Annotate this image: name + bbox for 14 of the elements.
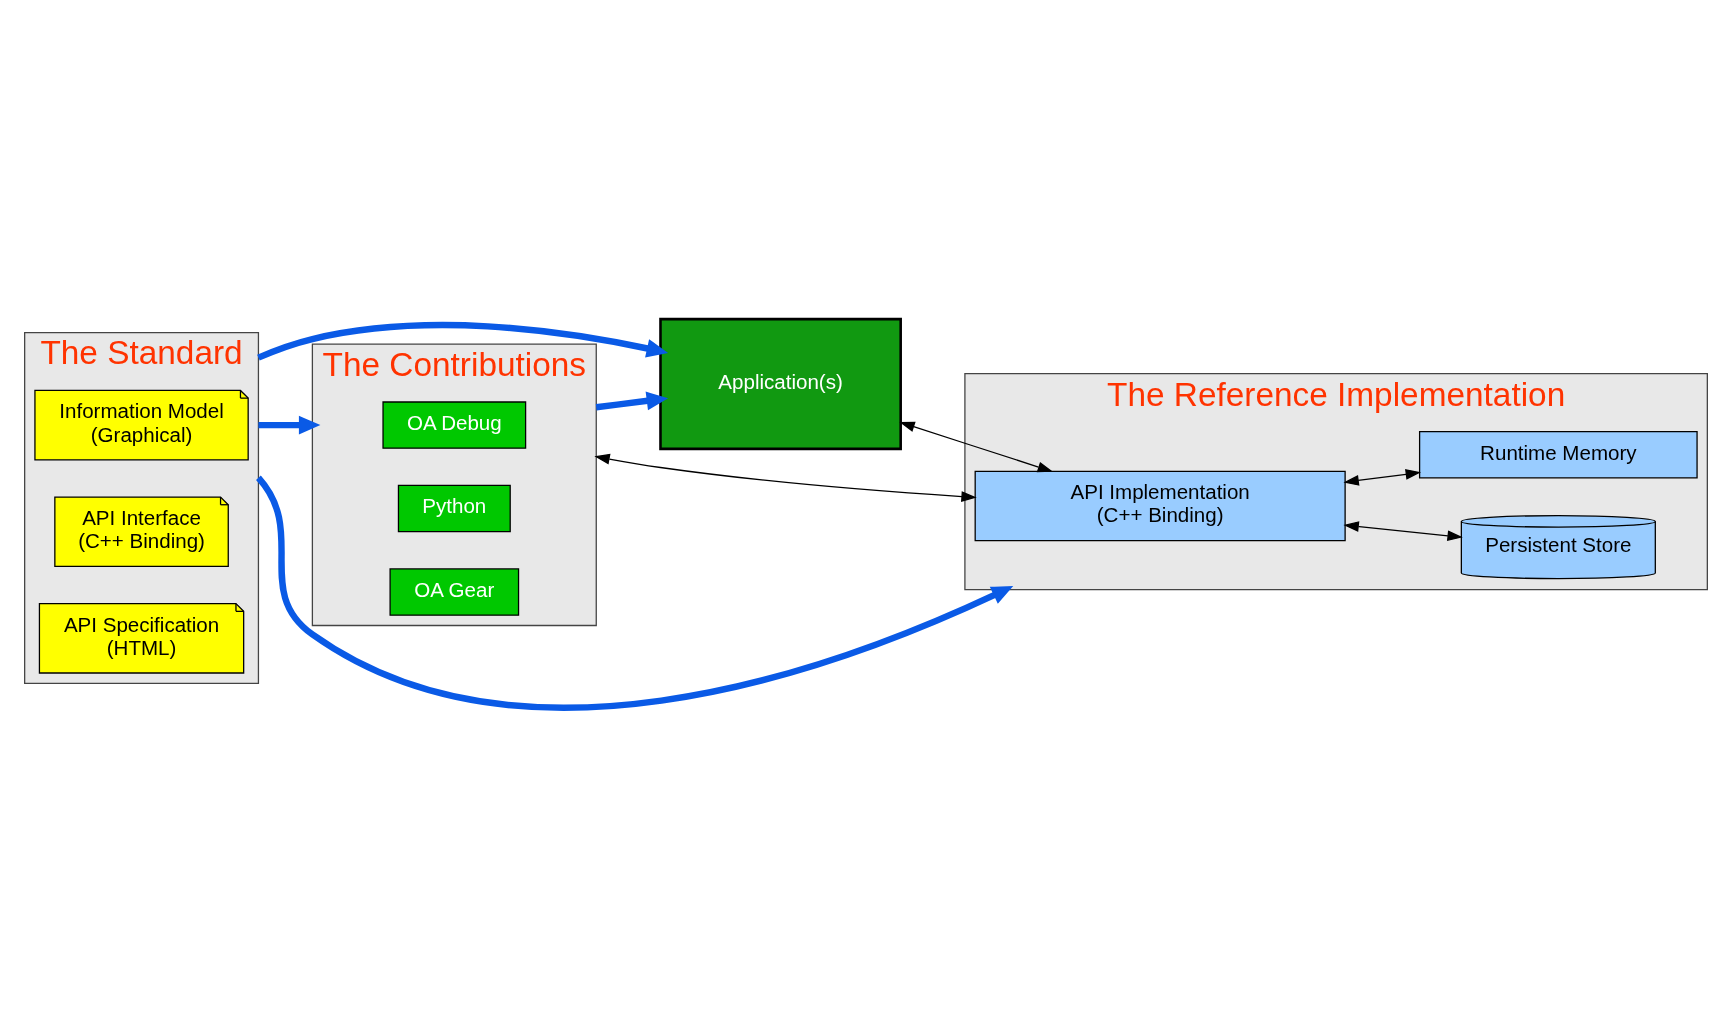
node-box: Application(s) — [659, 317, 902, 450]
arrow — [1343, 468, 1422, 486]
node-box: Runtime Memory — [1418, 430, 1698, 478]
arrow — [594, 453, 977, 502]
arrow — [258, 415, 321, 434]
node-box: OA Gear — [389, 567, 520, 616]
arrow — [899, 421, 1054, 472]
arrow — [1343, 520, 1463, 541]
arrow — [595, 391, 669, 410]
node-box: OA Debug — [382, 400, 527, 449]
node-box: API Implementation (C++ Binding) — [974, 470, 1346, 541]
arrow — [255, 475, 1014, 710]
arrow — [257, 321, 669, 361]
node-box: Python — [397, 484, 511, 532]
